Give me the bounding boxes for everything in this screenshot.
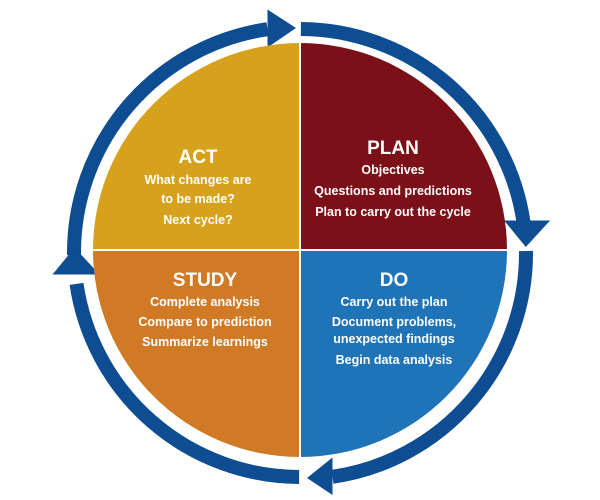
act-line-3: Next cycle? — [163, 213, 232, 227]
do-line-1: Carry out the plan — [341, 295, 448, 309]
study-title: STUDY — [173, 270, 238, 291]
cycle-arrow-head-left — [52, 247, 100, 275]
plan-text: PLAN Objectives Questions and prediction… — [314, 138, 472, 219]
cycle-arrow-head-right — [504, 220, 551, 247]
plan-line-2: Questions and predictions — [314, 184, 472, 198]
cycle-arrow-top-right — [300, 22, 531, 224]
plan-title: PLAN — [367, 138, 419, 159]
act-text: ACT What changes are to be made? Next cy… — [145, 147, 252, 227]
act-line-2: to be made? — [161, 192, 235, 206]
quadrant-plan — [300, 43, 507, 250]
do-title: DO — [380, 270, 409, 291]
quadrant-do — [300, 250, 507, 457]
cycle-arrows — [52, 9, 551, 495]
study-line-3: Summarize learnings — [142, 335, 268, 349]
study-line-1: Complete analysis — [150, 295, 260, 309]
study-text: STUDY Complete analysis Compare to predi… — [138, 270, 271, 349]
quadrants — [92, 42, 508, 458]
do-text: DO Carry out the plan Document problems,… — [332, 270, 456, 367]
do-line-2: Document problems, — [332, 315, 456, 329]
plan-line-1: Objectives — [361, 163, 424, 177]
act-title: ACT — [178, 147, 217, 168]
study-line-2: Compare to prediction — [138, 315, 271, 329]
quadrant-act — [93, 43, 300, 250]
act-line-1: What changes are — [145, 173, 252, 187]
cycle-arrow-bottom-right — [331, 250, 534, 484]
quadrant-study — [93, 250, 300, 457]
do-line-3: unexpected findings — [333, 332, 455, 346]
cycle-arrow-head-top — [267, 9, 296, 48]
cycle-arrow-bottom-left — [69, 282, 300, 484]
cycle-arrow-top-left — [66, 22, 269, 256]
plan-line-3: Plan to carry out the cycle — [315, 205, 471, 219]
do-line-4: Begin data analysis — [336, 353, 453, 367]
cycle-arrow-head-bottom — [307, 457, 333, 495]
